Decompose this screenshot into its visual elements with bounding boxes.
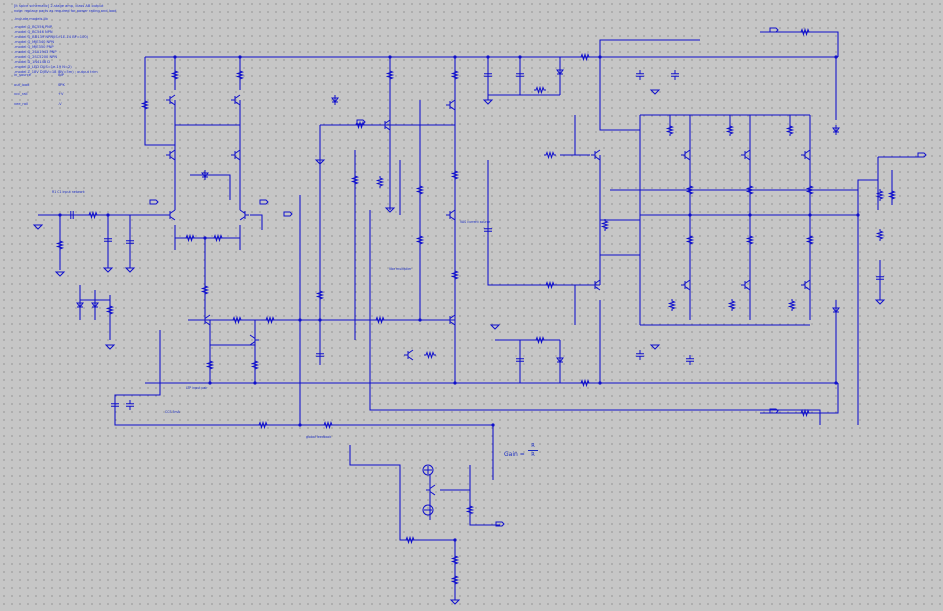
directive-line: .model D_1N4148 D: [14, 60, 51, 64]
annotation-feedback: global feedback: [306, 435, 332, 439]
directive-line: .model Q_MJE340 NPN: [14, 40, 55, 44]
legend-net: in_source: [14, 73, 32, 77]
voltage-source-icon: [422, 464, 434, 476]
gain-fraction-bar: R: [528, 450, 538, 459]
legend-net: out_load: [14, 83, 30, 87]
annotation-vas: VAS current source: [460, 220, 491, 224]
directive-line: .model Q_2SC5200 NPN: [14, 55, 58, 59]
directive-line: .model D_LED D(IS=1e-19 N=2): [14, 65, 72, 69]
directive-line: .model Q_2SA1943 PNP: [14, 50, 57, 54]
header-note-1: [lt spice schematic] 2-stage amp, class …: [14, 4, 104, 8]
directive-line: .model Q_BC556 PNP: [14, 25, 53, 29]
directive-line: .model Q_BD139 NPN(IS=1E-14 BF=100): [14, 35, 89, 39]
annotation-ccs: CCS 5mA: [165, 410, 180, 414]
legend-alias: -V: [58, 102, 62, 106]
legend-net: vcc_rail: [14, 92, 28, 96]
legend-alias: INP: [58, 73, 64, 77]
legend-alias: +V: [58, 92, 64, 96]
directive-line: .model Q_BC546 NPN: [14, 30, 53, 34]
voltage-source-icon: [422, 504, 434, 516]
junction-dots: [58, 55, 860, 542]
gain-numerator-glyph: R: [531, 443, 535, 449]
annotation-input-filter: R1 C1 input network: [52, 190, 85, 194]
gain-fraction: R R: [528, 442, 538, 459]
legend-alias: SPK: [58, 83, 65, 87]
directive-line: .model Z_18V D(BV=18 IBV=5m) ; output tr…: [14, 70, 98, 74]
annotation-ltp: LTP input pair: [186, 386, 208, 390]
annotation-bias: Vbe multiplier: [389, 267, 412, 271]
header-note-2: note: replace parts as required for powe…: [14, 9, 117, 13]
directive-line: .model Q_MJE350 PNP: [14, 45, 54, 49]
gain-label: Gain =: [504, 451, 525, 458]
legend-net: vee_rail: [14, 102, 29, 106]
directives-title: .include models.lib: [14, 17, 48, 21]
